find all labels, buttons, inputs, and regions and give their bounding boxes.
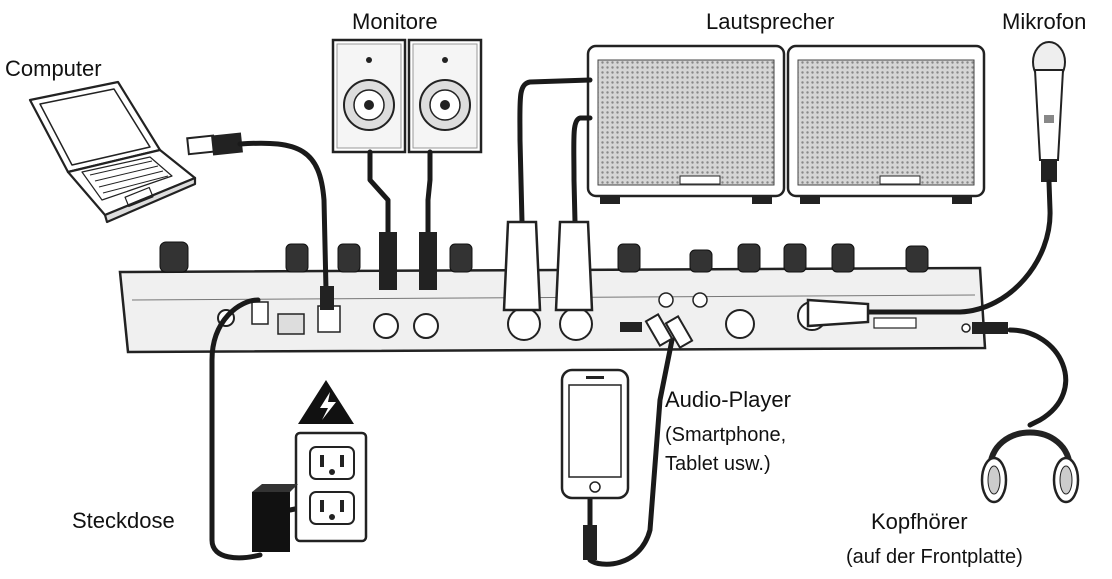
audio-player-detail-line2: Tablet usw.) <box>665 453 771 475</box>
speakers-label: Lautsprecher <box>706 9 835 34</box>
wall-outlet-icon <box>294 431 368 543</box>
studio-monitor-icon <box>331 38 483 154</box>
headphones-label: Kopfhörer <box>871 509 968 534</box>
xlr-plug-icon <box>502 220 594 312</box>
high-voltage-warning-icon <box>298 380 354 424</box>
monitors-label: Monitore <box>352 9 438 34</box>
computer-label: Computer <box>5 56 102 81</box>
headphones-detail-label: (auf der Frontplatte) <box>846 546 1023 568</box>
microphone-icon <box>1032 41 1066 182</box>
outlet-label: Steckdose <box>72 508 175 533</box>
laptop-icon <box>28 80 197 224</box>
smartphone-icon <box>560 368 630 560</box>
usb-plug-icon <box>186 132 243 156</box>
dj-controller-rear-panel <box>118 241 987 354</box>
audio-player-detail-line1: (Smartphone, <box>665 424 787 446</box>
microphone-label: Mikrofon <box>1002 9 1087 34</box>
cables <box>209 77 1069 567</box>
speaker-icon <box>586 44 986 204</box>
headphones-icon <box>980 429 1080 504</box>
power-adapter-icon <box>252 484 298 552</box>
audio-player-label: Audio-Player <box>665 387 791 412</box>
